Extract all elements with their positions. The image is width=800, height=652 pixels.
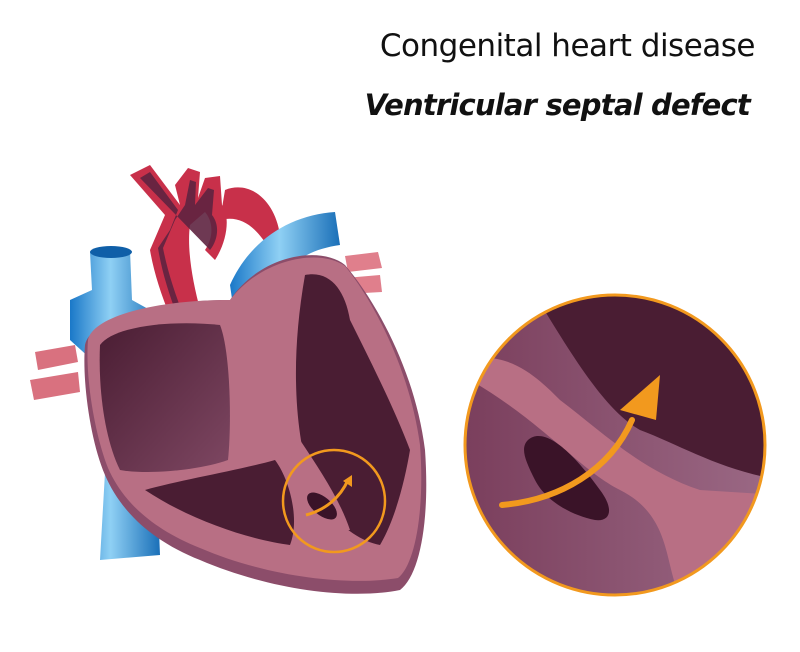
heart-body — [84, 255, 427, 594]
defect-marker-small — [281, 448, 387, 554]
pulmonary-veins-left — [30, 345, 80, 400]
flow-arrow-icon — [499, 375, 660, 508]
inset-border — [463, 293, 767, 597]
page-subtitle: Ventricular septal defect — [364, 88, 751, 122]
page-title: Congenital heart disease — [379, 28, 756, 64]
